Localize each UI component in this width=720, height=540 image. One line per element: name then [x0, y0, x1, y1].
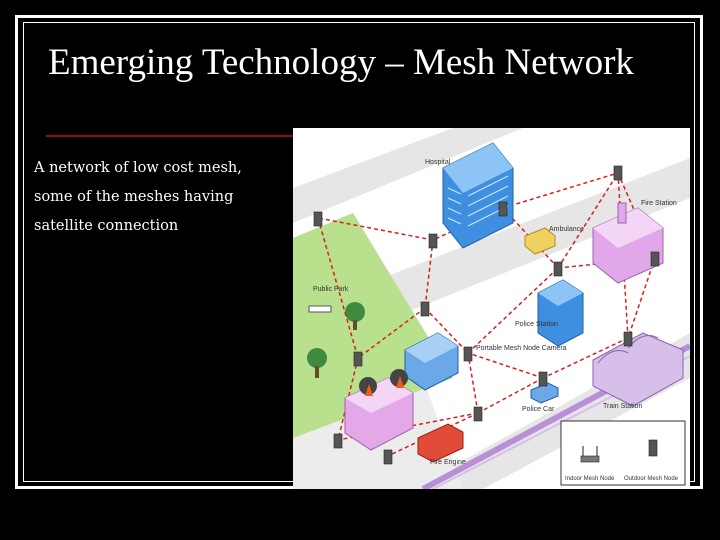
mesh-network-diagram: Public Park — [293, 128, 690, 489]
label-police-station: Police Station — [515, 321, 558, 328]
label-hospital: Hospital — [425, 159, 451, 166]
indoor-mesh-node-icon — [580, 455, 600, 463]
park-bench-icon — [308, 305, 332, 313]
slide-title: Emerging Technology – Mesh Network — [48, 42, 634, 83]
mesh-nodes — [313, 165, 660, 465]
street — [293, 128, 523, 223]
hospital-building — [442, 142, 514, 249]
police-station-building — [537, 279, 584, 347]
burning-building — [344, 369, 414, 451]
label-fire-station-1: Fire Station — [641, 200, 677, 207]
outdoor-mesh-node-icon — [623, 331, 633, 347]
outdoor-mesh-node-icon — [473, 406, 483, 422]
outdoor-mesh-node-icon — [428, 233, 438, 249]
outdoor-mesh-node-icon — [353, 351, 363, 367]
label-ambulance: Ambulance — [549, 226, 584, 233]
office-building — [404, 332, 459, 391]
outdoor-mesh-node-icon — [313, 211, 323, 227]
outdoor-mesh-node-icon — [613, 165, 623, 181]
tree-trunk — [353, 320, 357, 330]
fire-engine-vehicle — [417, 423, 464, 463]
label-fire-engine: Fire Engine — [430, 459, 466, 466]
outdoor-mesh-node-icon — [648, 439, 658, 457]
police-car-vehicle — [530, 382, 559, 404]
label-portable-camera: Portable Mesh Node Camera — [476, 345, 567, 352]
outdoor-mesh-node-icon — [498, 201, 508, 217]
tree-trunk — [315, 366, 319, 378]
label-train-station: Train Station — [603, 403, 643, 410]
train-station-building — [592, 332, 684, 407]
title-underline — [46, 135, 298, 137]
ambulance-vehicle — [524, 227, 556, 255]
legend-outdoor-label: Outdoor Mesh Node — [624, 476, 679, 482]
outdoor-mesh-node-icon — [538, 371, 548, 387]
outdoor-mesh-node-icon — [650, 251, 660, 267]
label-police-car: Police Car — [522, 406, 555, 413]
slide-body-text: A network of low cost mesh, some of the … — [34, 160, 242, 234]
label-public-park: Public Park — [313, 286, 349, 293]
outdoor-mesh-node-icon — [383, 449, 393, 465]
outdoor-mesh-node-icon — [333, 433, 343, 449]
outdoor-mesh-node-icon — [420, 301, 430, 317]
outdoor-mesh-node-icon — [463, 346, 473, 362]
fire-station-building — [592, 202, 664, 284]
legend-indoor-label: Indoor Mesh Node — [565, 476, 615, 482]
tree-icon — [307, 348, 327, 368]
legend-box: Indoor Mesh Node Outdoor Mesh Node — [560, 420, 686, 486]
outdoor-mesh-node-icon — [553, 261, 563, 277]
tree-icon — [345, 302, 365, 322]
